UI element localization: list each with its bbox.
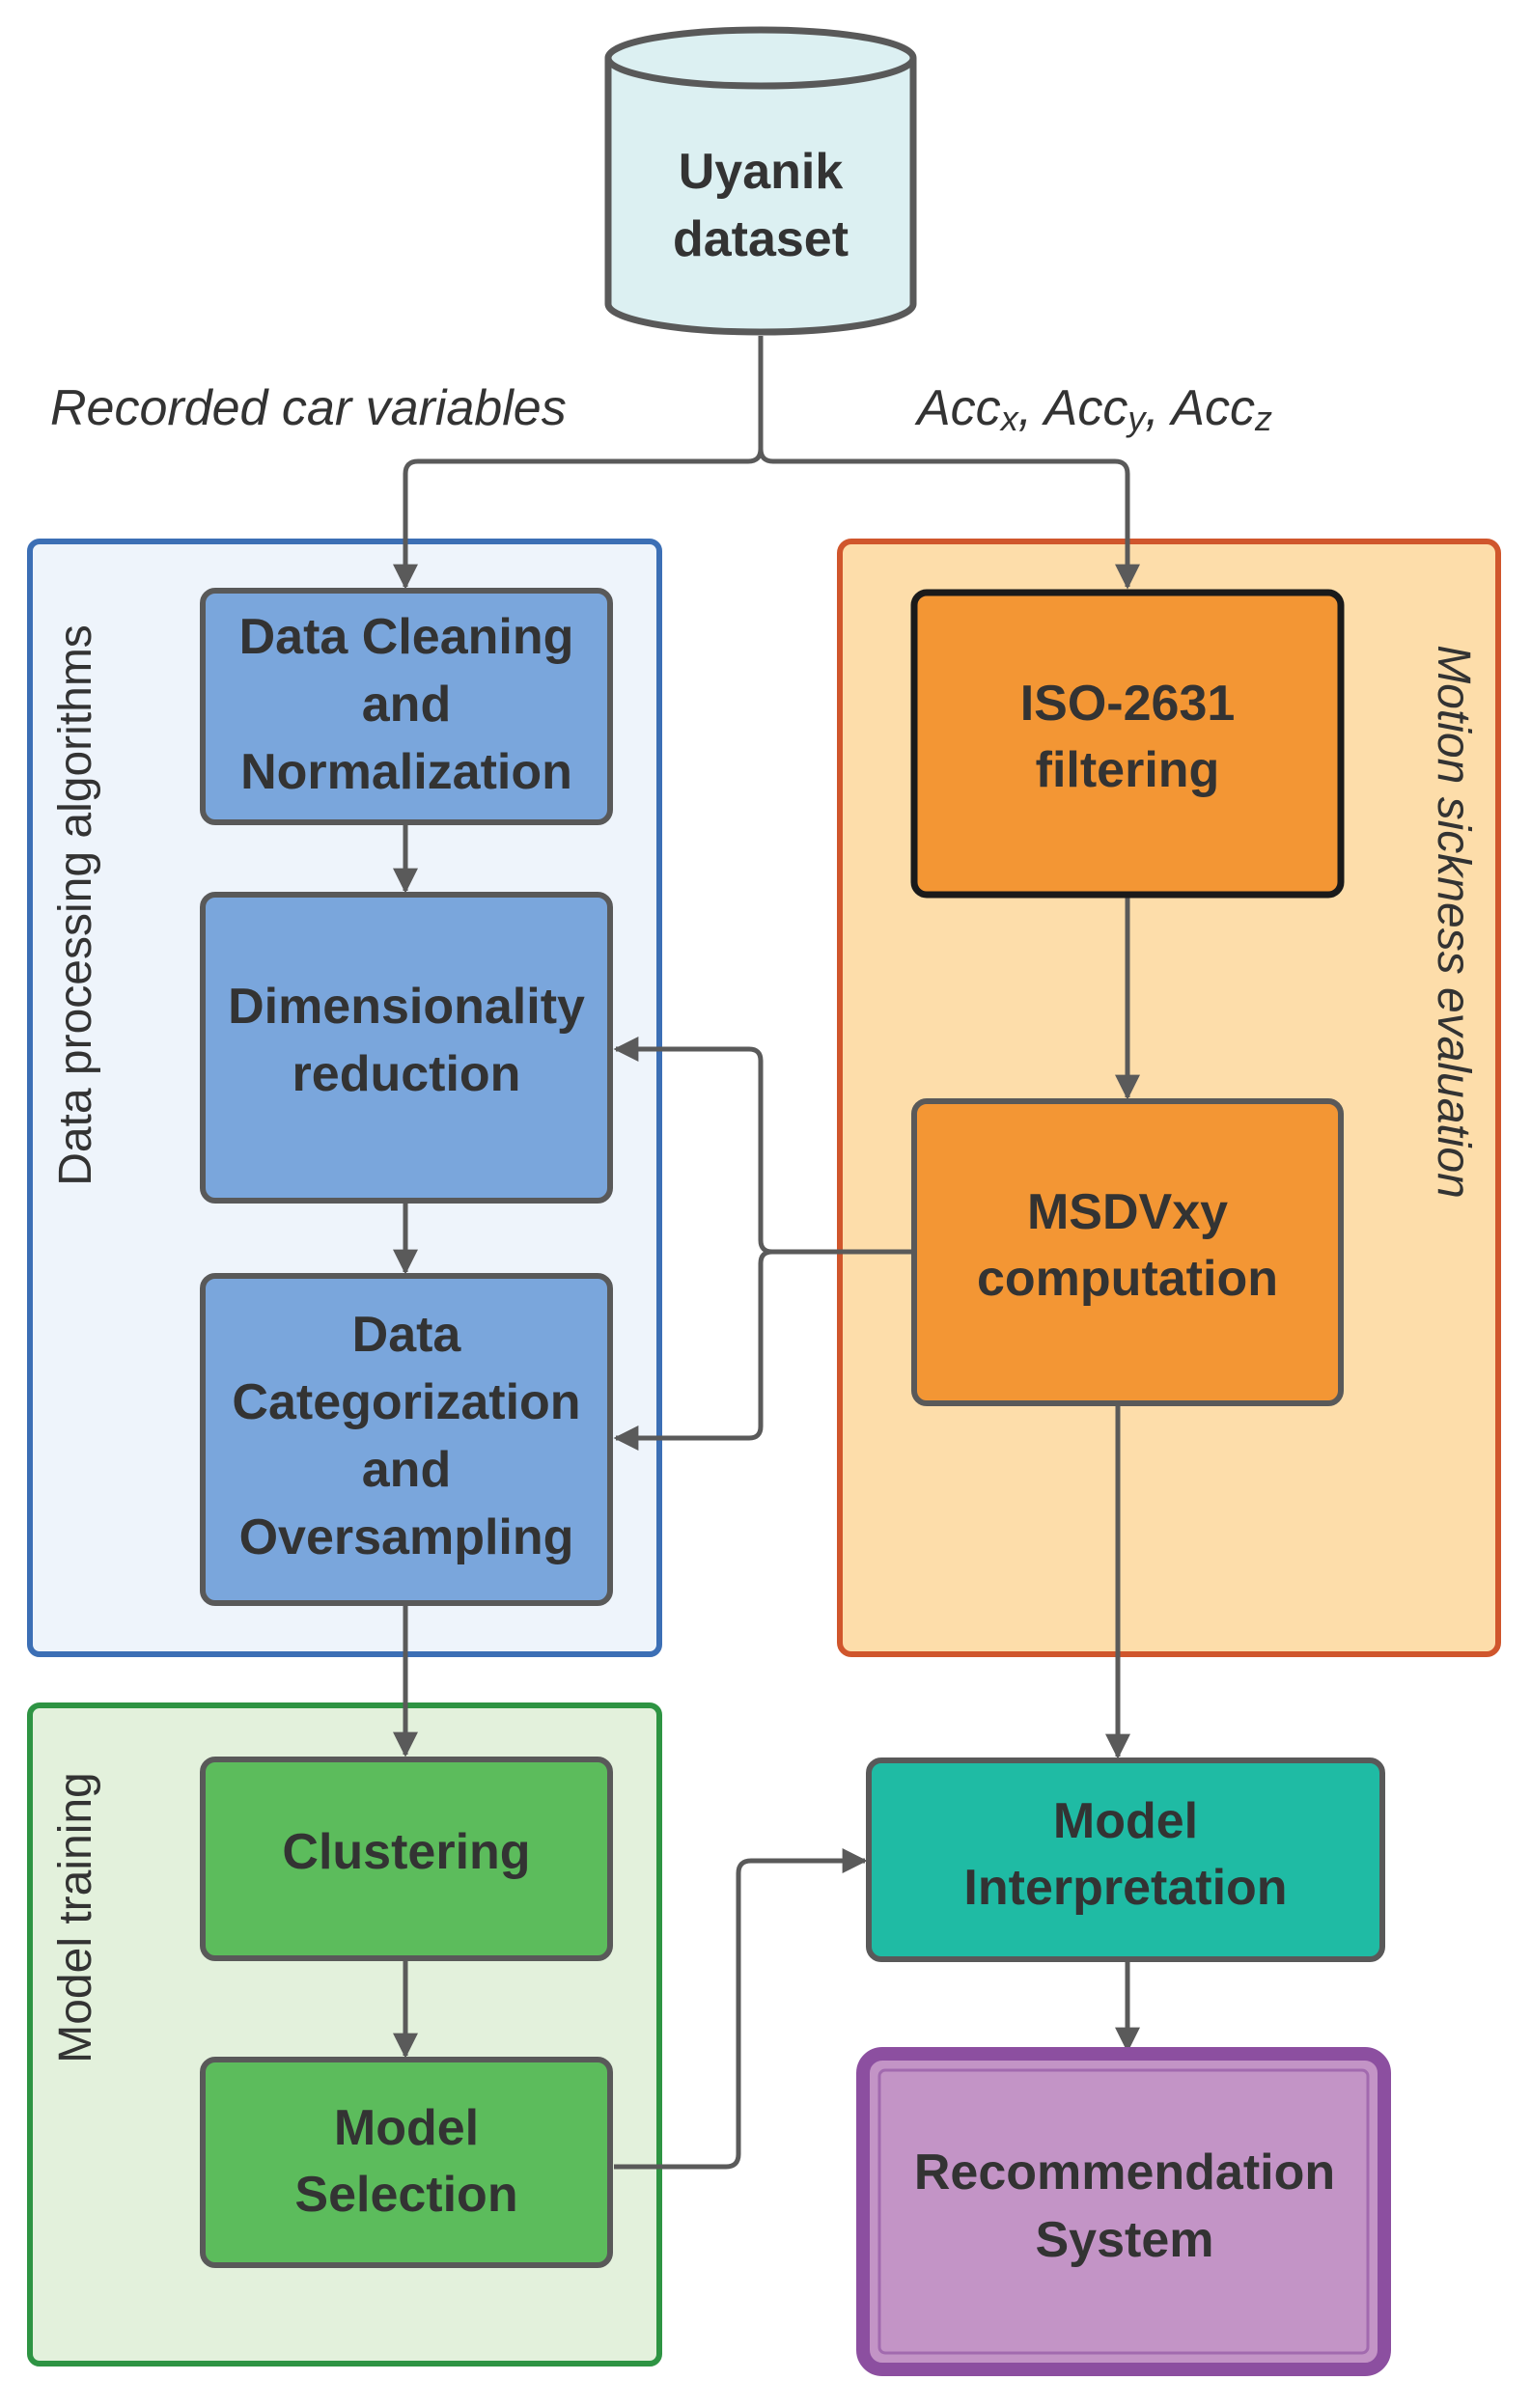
connectors (393, 336, 1140, 2170)
categorization-line4: Oversampling (239, 1509, 574, 1565)
categorization-line3: and (362, 1442, 451, 1498)
recorded-variables-label: Recorded car variables (50, 380, 567, 436)
acc-y-sub: y (1125, 399, 1147, 438)
clustering-box: Clustering (200, 1757, 613, 1961)
categorization-line1: Data (352, 1307, 462, 1363)
model-selection-line1: Model (334, 2100, 479, 2156)
data-cleaning-line2: and (362, 677, 451, 733)
acc-z-prefix: Acc (1168, 380, 1255, 436)
data-cleaning-line1: Data Cleaning (239, 609, 574, 665)
recommendation-line2: System (1036, 2212, 1214, 2268)
data-processing-label: Data processing algorithms (50, 624, 101, 1186)
acc-z-sub: z (1254, 399, 1272, 438)
recommendation-system-box: Recommendation System (856, 2047, 1391, 2376)
clustering-line1: Clustering (282, 1824, 530, 1880)
acc-y-prefix: Acc (1042, 380, 1128, 436)
acc-x-sub: x (999, 399, 1020, 438)
dataset-title-line2: dataset (673, 211, 849, 267)
model-training-label: Model training (50, 1772, 101, 2063)
model-selection-box: Model Selection (200, 2057, 613, 2268)
msdv-line2: computation (977, 1251, 1278, 1307)
acc-sep-2: , (1145, 380, 1171, 436)
connector-msdv-to-categorization (613, 1249, 773, 1451)
motion-sickness-label: Motion sickness evaluation (1428, 645, 1479, 1199)
model-interpretation-box: Model Interpretation (866, 1758, 1385, 1962)
model-interpretation-line2: Interpretation (963, 1860, 1287, 1916)
categorization-box: Data Categorization and Oversampling (200, 1273, 613, 1606)
iso-filtering-line2: filtering (1036, 742, 1220, 798)
msdv-line1: MSDVxy (1027, 1184, 1228, 1240)
dataset-cylinder: Uyanik dataset (604, 26, 917, 336)
dimensionality-box: Dimensionality reduction (200, 892, 613, 1204)
dimensionality-line2: reduction (292, 1046, 521, 1102)
dimensionality-line1: Dimensionality (228, 979, 585, 1035)
categorization-line2: Categorization (232, 1374, 580, 1430)
iso-filtering-box: ISO-2631 filtering (910, 589, 1345, 899)
recommendation-line1: Recommendation (914, 2145, 1335, 2200)
msdv-box: MSDVxy computation (911, 1098, 1344, 1406)
acceleration-label: Accx, Accy, Accz (914, 380, 1272, 438)
iso-filtering-line1: ISO-2631 (1020, 676, 1236, 732)
data-cleaning-line3: Normalization (240, 744, 572, 800)
dataset-title-line1: Uyanik (679, 144, 844, 200)
connector-dataset-to-iso (758, 448, 1140, 590)
data-cleaning-box: Data Cleaning and Normalization (200, 588, 613, 825)
acc-x-prefix: Acc (914, 380, 1001, 436)
model-selection-line2: Selection (294, 2167, 517, 2223)
connector-selection-to-interpretation (614, 1848, 868, 2170)
acc-sep-1: , (1018, 380, 1044, 436)
model-interpretation-line1: Model (1053, 1793, 1198, 1849)
